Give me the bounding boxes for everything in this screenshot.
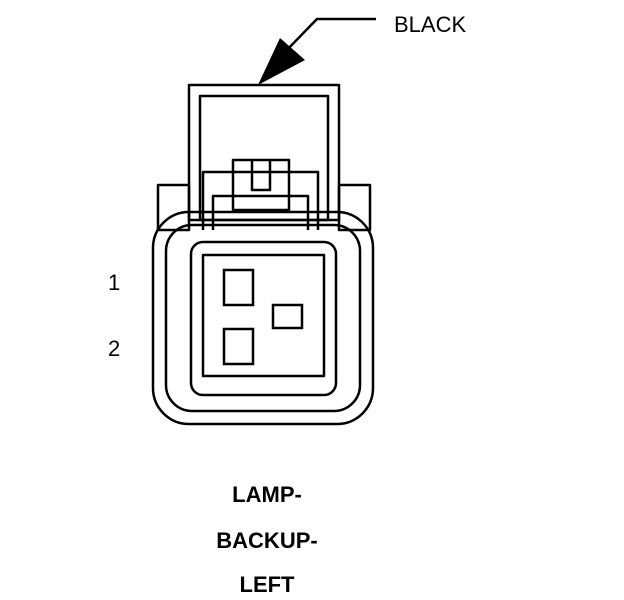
- connector-title-line-1: LAMP-: [232, 482, 302, 507]
- pin-cavity-key: [271, 303, 304, 330]
- connector-shell-outer: [151, 210, 375, 426]
- connector-title-line-3: LEFT: [240, 572, 296, 597]
- lock-tab: [231, 158, 291, 212]
- color-callout-label: BLACK: [394, 12, 466, 37]
- callout-arrowhead: [258, 38, 305, 85]
- pin-cavity-1: [222, 268, 255, 307]
- left-shoulder: [156, 183, 191, 232]
- pin-number-1: 1: [108, 270, 120, 295]
- lock-tab-frame: [201, 170, 320, 230]
- lock-tab-slot: [250, 160, 272, 192]
- latch-housing-inner: [198, 94, 330, 222]
- lock-tab-frame-inner: [211, 194, 310, 230]
- pin-number-2: 2: [108, 336, 120, 361]
- color-callout-leader: [258, 17, 376, 85]
- connector-title-line-2: BACKUP-: [216, 528, 317, 553]
- latch-housing-outer: [187, 83, 341, 222]
- connector-body: [151, 83, 375, 426]
- terminal-face-outer: [189, 240, 338, 397]
- connector-shell-inner: [164, 223, 362, 413]
- right-shoulder: [337, 183, 372, 232]
- pin-cavity-2: [222, 327, 255, 366]
- terminal-face-inner: [201, 253, 326, 378]
